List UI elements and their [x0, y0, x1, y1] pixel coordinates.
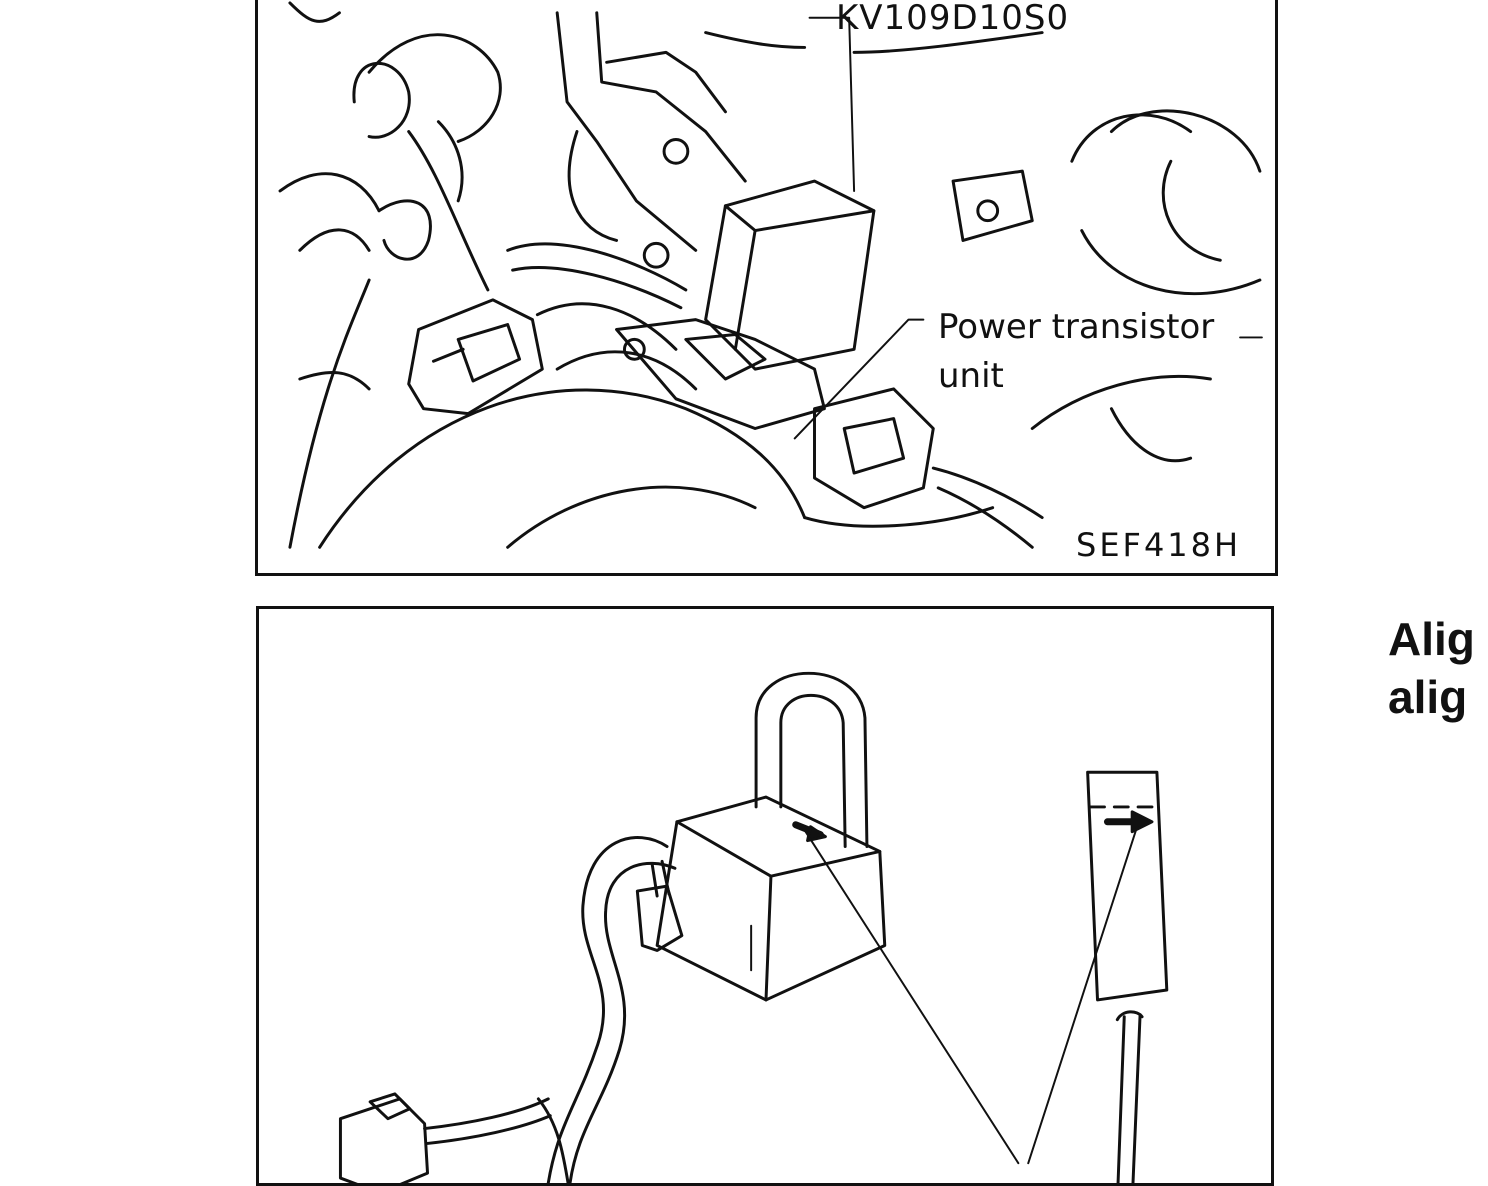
engine-line-drawing	[278, 1, 1263, 549]
figure-alignment-marks	[256, 606, 1274, 1186]
side-heading-line1: Alig	[1388, 613, 1475, 665]
unit-alignment-drawing	[338, 672, 1169, 1183]
component-label-line2: unit	[938, 356, 1004, 396]
side-heading-line2: alig	[1388, 671, 1468, 723]
tool-label: KV109D10S0	[836, 0, 1070, 38]
side-heading: Alig alig	[1388, 610, 1475, 726]
figure-code: SEF418H	[1076, 526, 1242, 564]
component-label-line1: Power transistor	[938, 307, 1215, 347]
figure-power-transistor-removal: KV109D10S0 Power transistor unit SEF418H	[255, 0, 1278, 576]
